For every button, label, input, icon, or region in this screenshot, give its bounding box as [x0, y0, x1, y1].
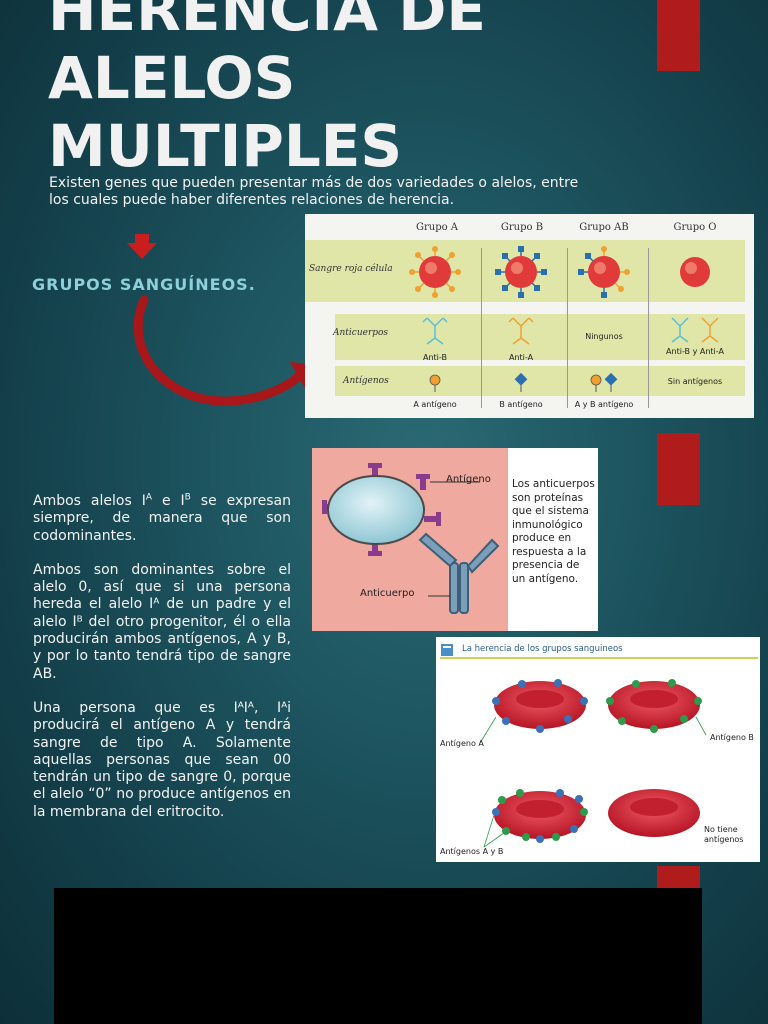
antibody-label-o: Anti-B y Anti-A: [666, 347, 724, 356]
header-grupo-ab: Grupo AB: [579, 222, 629, 233]
antigen-antibody-card: Antígeno Anticuerpo Los anticuerpos son …: [312, 448, 598, 631]
antigen-label-o: Sin antígenos: [667, 377, 723, 386]
paragraph-codominance-lead: Ambos alelos I: [33, 493, 146, 509]
intro-text: Existen genes que pueden presentar más d…: [49, 175, 579, 208]
header-grupo-b: Grupo B: [500, 222, 544, 233]
antibody-label: Anticuerpo: [360, 588, 415, 599]
antibody-label-b: Anti-A: [508, 353, 534, 362]
label-antigen-ab: Antígenos A y B: [440, 847, 504, 856]
cell-antibody-icon: [322, 463, 500, 614]
paragraph-codominance-mid: e I: [152, 493, 185, 509]
document-icon: [441, 644, 453, 656]
explanation-text: Ambos alelos IA e IB se expresan siempre…: [33, 493, 291, 838]
antigen-label-ab: A y B antígeno: [574, 400, 634, 409]
row-label-antigens: Antígenos: [343, 376, 389, 386]
paragraph-codominance-tail: se expresan siempre, de manera que son c…: [33, 493, 291, 544]
antigen-label: Antígeno: [446, 474, 491, 485]
divider: [481, 248, 482, 408]
accent-bar-bottom: [657, 866, 700, 888]
row-label-cells: Sangre roja célula: [309, 264, 393, 274]
accent-bar-middle: [657, 433, 700, 505]
section-subtitle: GRUPOS SANGUÍNEOS.: [32, 275, 256, 294]
band-antigens: [335, 366, 745, 396]
label-antigen-a: Antígeno A: [440, 739, 484, 748]
red-cell-icons: [409, 246, 719, 392]
antigen-label-a: A antígeno: [413, 400, 457, 409]
divider: [567, 248, 568, 408]
card-title: La herencia de los grupos sanguineos: [462, 644, 623, 654]
down-arrow-icon: [127, 234, 157, 259]
paragraph-codominance: Ambos alelos IA e IB se expresan siempre…: [33, 493, 291, 545]
antibody-label-ab: Ningunos: [585, 332, 623, 341]
paragraph-genotypes: Una persona que es IᴬIᴬ, Iᴬi producirá e…: [33, 699, 291, 820]
row-label-antibodies: Anticuerpos: [333, 328, 389, 338]
red-cells-illustration: [479, 679, 707, 848]
divider: [648, 248, 649, 408]
header-grupo-o: Grupo O: [673, 222, 717, 233]
antigen-illustration: Antígeno Anticuerpo: [312, 448, 508, 631]
black-panel: [54, 888, 702, 1024]
allele-a-sup: A: [145, 492, 152, 503]
header-grupo-a: Grupo A: [415, 222, 459, 233]
label-antigen-b: Antígeno B: [710, 733, 754, 742]
antigen-label-b: B antígeno: [499, 400, 543, 409]
paragraph-dominance: Ambos son dominantes sobre el alelo 0, a…: [33, 561, 291, 682]
blood-inheritance-card: La herencia de los grupos sanguineos: [436, 637, 760, 862]
antibody-description: Los anticuerpos son proteínas que el sis…: [512, 478, 595, 585]
blood-groups-table: Grupo A Grupo B Grupo AB Grupo O Sangre …: [305, 214, 754, 418]
label-no-antigens: No tiene antígenos: [704, 825, 744, 844]
curved-arrow-icon: [133, 295, 322, 406]
page-title: HERENCIA DE ALELOS MULTIPLES: [48, 0, 486, 180]
card-header: La herencia de los grupos sanguineos: [440, 641, 758, 659]
antibody-label-a: Anti-B: [423, 353, 447, 362]
allele-b-sup: B: [184, 492, 191, 503]
accent-bar-top: [657, 0, 700, 71]
